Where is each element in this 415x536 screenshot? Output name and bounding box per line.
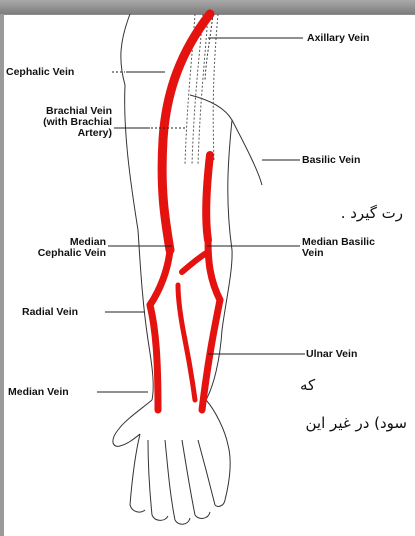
arm-outline-upper-left xyxy=(121,14,130,85)
label-median-basilic-line-2: Vein xyxy=(302,248,375,259)
label-ulnar-vein: Ulnar Vein xyxy=(306,349,357,360)
label-brachial-line-3: Artery) xyxy=(6,128,112,139)
radial-vein xyxy=(150,305,158,410)
background-persian-text-1: رت گیرد . xyxy=(341,204,403,222)
basilic-vein xyxy=(206,155,210,240)
label-median-cephalic-vein: Median Cephalic Vein xyxy=(6,237,106,259)
arm-outline-elbow xyxy=(190,95,262,185)
label-cephalic-vein: Cephalic Vein xyxy=(6,67,74,78)
label-median-cephalic-line-2: Cephalic Vein xyxy=(6,248,106,259)
label-radial-vein: Radial Vein xyxy=(22,307,78,318)
background-persian-text-3: سود) در غیر این xyxy=(306,414,407,432)
vein-connector xyxy=(182,252,208,272)
label-axillary-vein: Axillary Vein xyxy=(307,33,369,44)
background-persian-text-2: که xyxy=(300,376,315,394)
arm-outline-left xyxy=(125,85,154,400)
hand-outline xyxy=(113,400,230,524)
median-vein-lower xyxy=(185,340,195,400)
label-brachial-vein: Brachial Vein (with Brachial Artery) xyxy=(6,106,112,139)
median-vein-upper xyxy=(178,285,185,340)
ulnar-vein xyxy=(202,300,220,410)
leader-lines xyxy=(97,38,305,392)
veins xyxy=(150,14,220,410)
label-basilic-vein: Basilic Vein xyxy=(302,155,360,166)
label-median-vein: Median Vein xyxy=(8,387,69,398)
median-basilic-vein xyxy=(208,240,220,300)
label-median-basilic-vein: Median Basilic Vein xyxy=(302,237,375,259)
median-cephalic-vein xyxy=(150,250,170,305)
